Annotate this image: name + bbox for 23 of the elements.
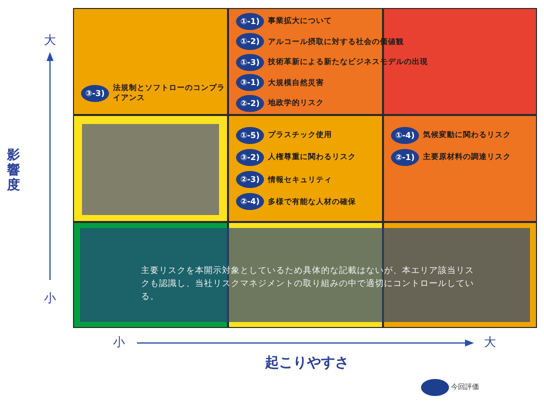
risk-badge: ②-2): [236, 94, 264, 112]
risk-badge: ③-2): [236, 148, 264, 166]
grid-cell: [383, 115, 537, 222]
axis-label: 大: [44, 32, 56, 49]
axis-title: 起こりやすさ: [265, 354, 349, 372]
risk-badge: ①-2): [236, 33, 264, 50]
risk-badge: ③-3): [81, 84, 109, 102]
grid-cell: [228, 115, 383, 222]
risk-badge: ②-1): [391, 148, 419, 166]
grid-cell: [73, 8, 228, 115]
risk-badge: ②-4): [236, 193, 264, 210]
axis-title: 影響度: [6, 148, 21, 193]
risk-badge: ①-3): [236, 54, 264, 70]
axis-label: 小: [113, 334, 125, 351]
risk-badge: ③-1): [236, 74, 264, 91]
risk-badge: ①-5): [236, 126, 264, 144]
risk-badge: ①-4): [391, 126, 419, 144]
axis-label: 小: [44, 290, 56, 307]
note-overlay: 主要リスクを本開示対象としているため具体的な記載はないが、本エリア該当リスクも認識し、当社リスクマネジメントの取り組みの中で適切にコントロールしている。: [80, 228, 530, 322]
axis-label: 大: [484, 334, 496, 351]
risk-badge: ①-1): [236, 12, 264, 30]
grid-cell: [73, 115, 228, 222]
risk-badge: ②-3): [236, 171, 264, 188]
